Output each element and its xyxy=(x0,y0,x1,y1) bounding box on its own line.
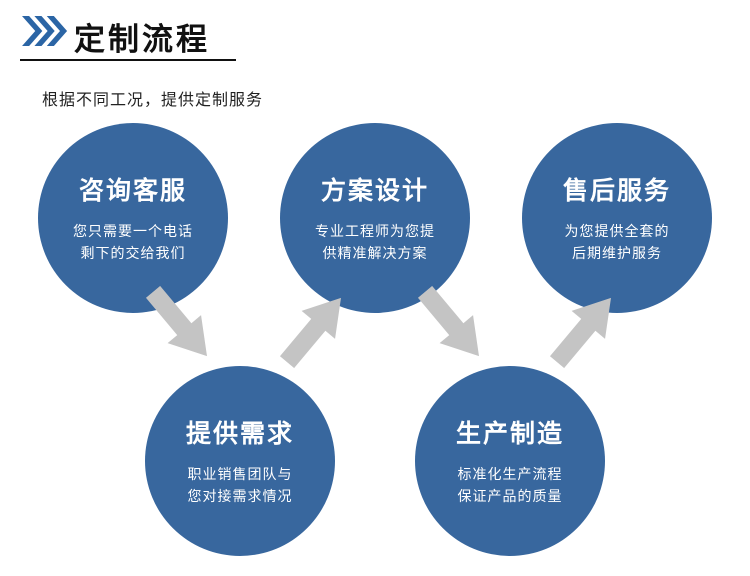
step-circle-aftersales: 售后服务 为您提供全套的 后期维护服务 xyxy=(522,123,712,313)
flow-arrow-down-right-icon xyxy=(133,275,227,373)
step-circle-production: 生产制造 标准化生产流程 保证产品的质量 xyxy=(415,366,605,556)
step-title: 售后服务 xyxy=(562,177,671,206)
flow-arrow-up-right-icon xyxy=(537,281,631,379)
subtitle-text: 根据不同工况，提供定制服务 xyxy=(42,92,264,109)
step-circle-consult: 咨询客服 您只需要一个电话 剩下的交给我们 xyxy=(38,123,228,313)
flow-arrow-up-right-icon xyxy=(267,281,361,379)
flow-arrow-down-right-icon xyxy=(405,275,499,373)
step-circle-design: 方案设计 专业工程师为您提 供精准解决方案 xyxy=(280,123,470,313)
step-circle-requirements: 提供需求 职业销售团队与 您对接需求情况 xyxy=(145,366,335,556)
step-desc: 专业工程师为您提 供精准解决方案 xyxy=(315,223,435,261)
step-title: 生产制造 xyxy=(455,420,564,449)
step-desc: 职业销售团队与 您对接需求情况 xyxy=(187,466,293,504)
step-title: 方案设计 xyxy=(320,177,429,206)
triple-chevron-right-icon xyxy=(22,16,68,52)
step-title: 提供需求 xyxy=(185,420,294,449)
step-desc: 标准化生产流程 保证产品的质量 xyxy=(457,466,563,504)
page-title: 定制流程 xyxy=(74,22,210,57)
title-underline xyxy=(20,59,236,61)
step-title: 咨询客服 xyxy=(78,177,187,206)
step-desc: 为您提供全套的 后期维护服务 xyxy=(564,223,670,261)
step-desc: 您只需要一个电话 剩下的交给我们 xyxy=(73,223,193,261)
